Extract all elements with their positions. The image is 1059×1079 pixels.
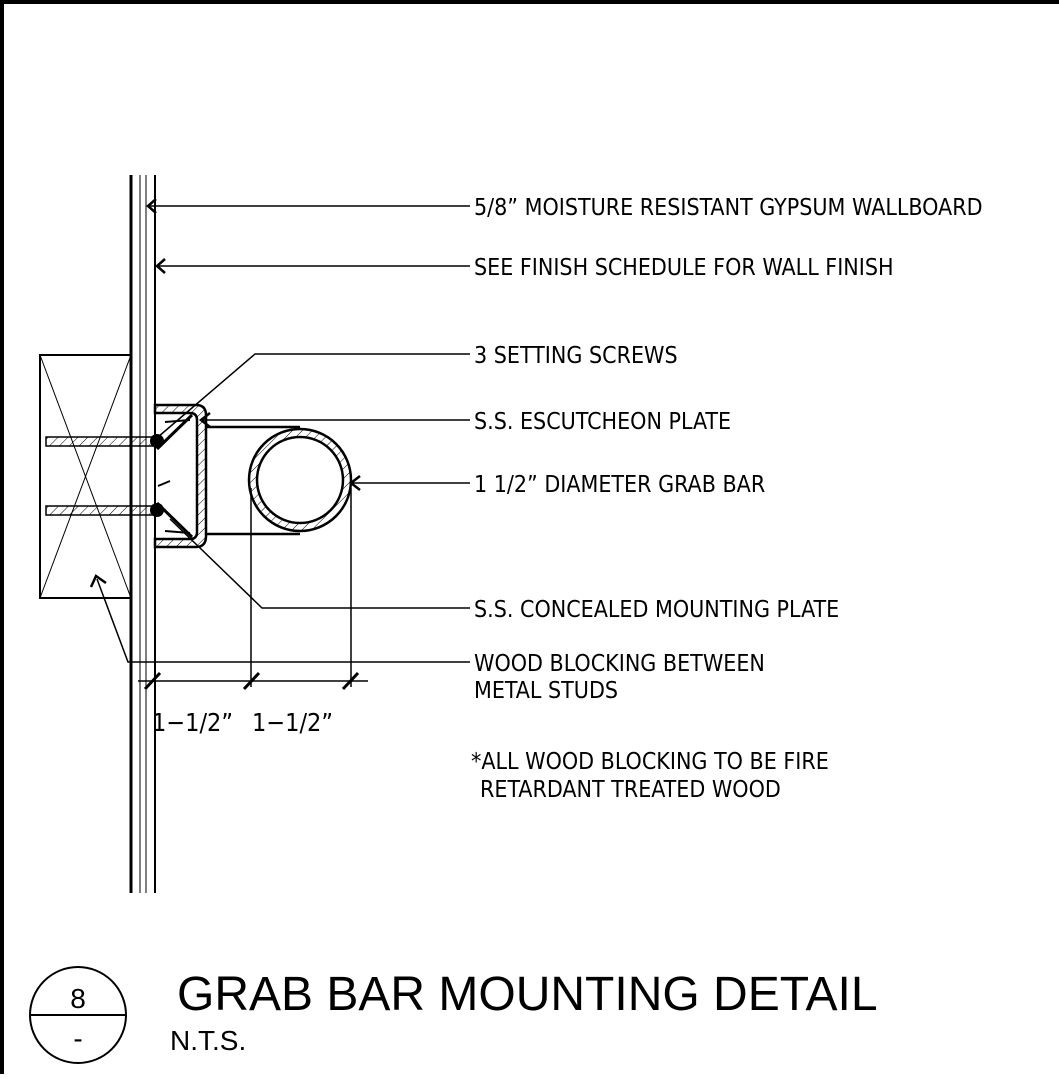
detail-sheet: -	[73, 1023, 82, 1054]
callout-setting-screws: 3 SETTING SCREWS	[474, 343, 678, 369]
detail-bubble: 8 -	[29, 966, 127, 1064]
detail-scale: N.T.S.	[170, 1025, 246, 1056]
callout-wood-blocking-line1: WOOD BLOCKING BETWEEN	[474, 651, 765, 677]
wall-section	[129, 175, 156, 893]
leader-lines	[89, 198, 470, 663]
setting-screws	[45, 434, 164, 517]
callout-wall-finish: SEE FINISH SCHEDULE FOR WALL FINISH	[474, 255, 894, 281]
detail-number: 8	[70, 983, 86, 1014]
dimension-string	[138, 488, 368, 691]
callout-escutcheon-plate: S.S. ESCUTCHEON PLATE	[474, 409, 731, 435]
grab-bar	[206, 425, 353, 536]
dimension-label-right: 1−1/2”	[252, 708, 333, 737]
general-note-line2: RETARDANT TREATED WOOD	[480, 777, 781, 803]
callout-grab-bar: 1 1/2” DIAMETER GRAB BAR	[474, 472, 765, 498]
dimension-label-left: 1−1/2”	[152, 708, 233, 737]
general-note-line1: *ALL WOOD BLOCKING TO BE FIRE	[471, 749, 829, 775]
sheet-border-left	[0, 0, 4, 1074]
callout-gypsum-wallboard: 5/8” MOISTURE RESISTANT GYPSUM WALLBOARD	[474, 195, 983, 221]
callout-wood-blocking-line2: METAL STUDS	[474, 678, 618, 704]
detail-title: GRAB BAR MOUNTING DETAIL	[177, 968, 878, 1021]
sheet-border-top	[0, 0, 1059, 4]
wood-blocking	[39, 354, 132, 599]
callout-concealed-mounting-plate: S.S. CONCEALED MOUNTING PLATE	[474, 597, 839, 623]
